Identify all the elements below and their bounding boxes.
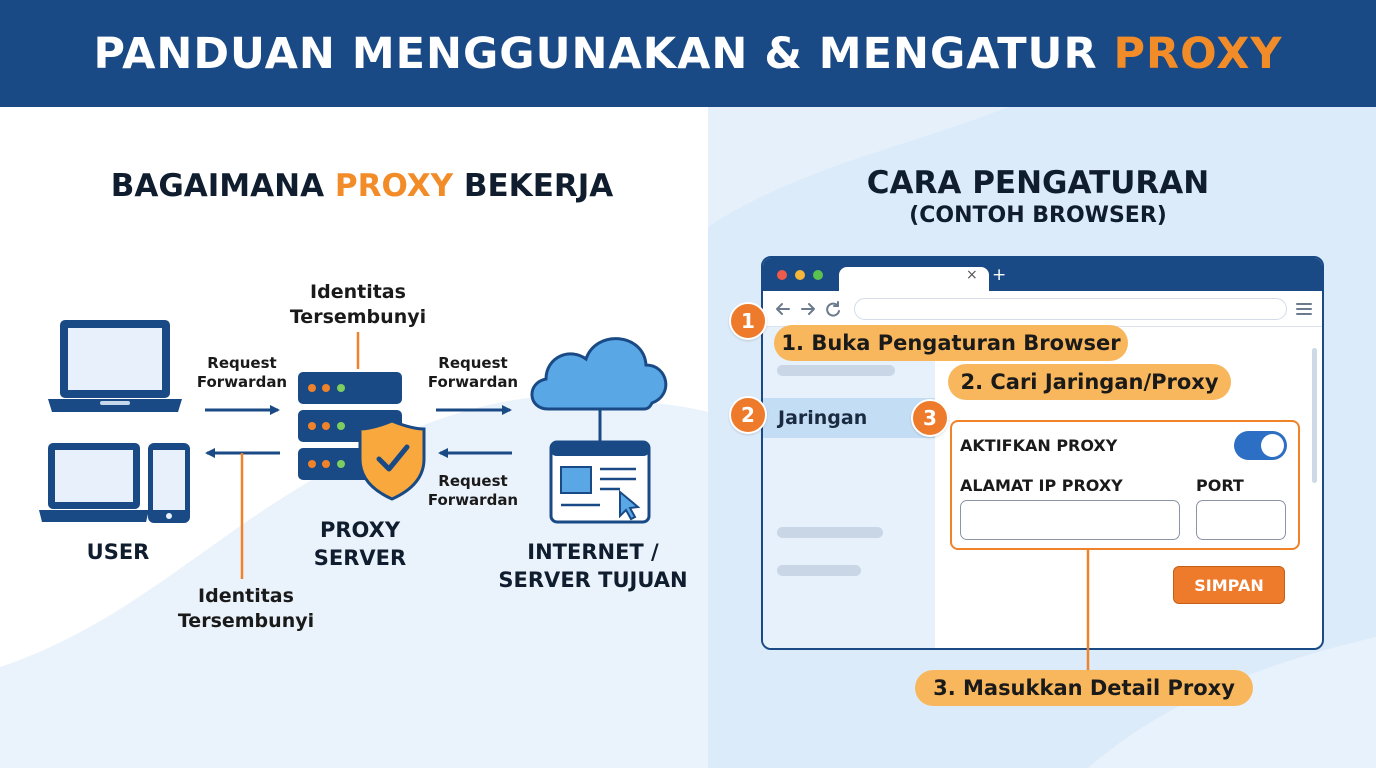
- request-label-line1: Request: [438, 354, 508, 372]
- browser-settings-sidebar: [763, 327, 935, 648]
- identity-top-line2: Tersembunyi: [289, 306, 427, 328]
- forward-arrow-icon[interactable]: [799, 300, 817, 318]
- new-tab-icon[interactable]: +: [992, 265, 1007, 285]
- request-label-line2: Forwardan: [427, 491, 519, 509]
- sidebar-item-jaringan[interactable]: [763, 398, 935, 438]
- window-close-dot[interactable]: [777, 270, 787, 280]
- page-title-accent: PROXY: [1113, 28, 1283, 79]
- proxy-flow-diagram: [39, 320, 668, 579]
- step1-badge: 1: [729, 302, 767, 340]
- step3-connector: [1086, 550, 1090, 672]
- window-minimize-dot[interactable]: [795, 270, 805, 280]
- proxy-label-line2: SERVER: [313, 546, 407, 570]
- tab-close-icon[interactable]: ×: [966, 267, 978, 283]
- request-forward-label: Request Forwardan: [421, 354, 525, 392]
- settings-subtitle: (CONTOH BROWSER): [909, 203, 1167, 228]
- page-title-main: PANDUAN MENGGUNAKAN & MENGATUR: [93, 28, 1098, 79]
- sidebar-placeholder-line: [777, 365, 895, 376]
- sidebar-item-jaringan-label: Jaringan: [778, 407, 868, 429]
- step1-pill: 1. Buka Pengaturan Browser: [774, 325, 1128, 361]
- request-label-line1: Request: [207, 354, 277, 372]
- request-label-line2: Forwardan: [427, 373, 519, 391]
- webpage-cursor-icon: [549, 440, 651, 524]
- reload-icon[interactable]: [824, 300, 842, 318]
- title-word-proxy: PROXY: [334, 168, 454, 204]
- sidebar-placeholder-line: [777, 565, 861, 576]
- request-forward-label: Request Forwardan: [190, 354, 294, 392]
- proxy-ip-label: ALAMAT IP PROXY: [960, 476, 1123, 495]
- title-word-bekerja: BEKERJA: [463, 168, 614, 204]
- browser-toolbar: [763, 291, 1322, 327]
- left-background-wave: [0, 395, 708, 768]
- title-word-bagaimana: BAGAIMANA: [110, 168, 325, 204]
- how-proxy-works-panel: [0, 107, 708, 768]
- request-label-line1: Request: [438, 472, 508, 490]
- identity-top-line1: Identitas: [310, 281, 406, 303]
- phone-icon: [148, 443, 190, 523]
- step2-pill: 2. Cari Jaringan/Proxy: [948, 364, 1231, 400]
- user-label-text: USER: [86, 540, 150, 564]
- laptop-icon: [48, 320, 182, 412]
- identity-hidden-top-label: Identitas Tersembunyi: [280, 280, 436, 330]
- toggle-knob: [1261, 434, 1284, 457]
- save-button[interactable]: SIMPAN: [1173, 566, 1285, 604]
- sidebar-placeholder-line: [777, 527, 883, 538]
- identity-bottom-line2: Tersembunyi: [177, 610, 315, 632]
- header-banner: PANDUAN MENGGUNAKAN & MENGATUR PROXY: [0, 0, 1376, 107]
- browser-tab-bar: × +: [763, 258, 1322, 291]
- enable-proxy-toggle[interactable]: [1234, 431, 1287, 460]
- address-bar[interactable]: [854, 298, 1287, 320]
- step2-badge: 2: [729, 396, 767, 434]
- internet-label-line2: SERVER TUJUAN: [498, 568, 688, 592]
- proxy-label-line1: PROXY: [319, 518, 401, 542]
- scrollbar[interactable]: [1312, 348, 1317, 483]
- page-title: PANDUAN MENGGUNAKAN & MENGATUR PROXY: [94, 29, 1283, 79]
- enable-proxy-label: AKTIFKAN PROXY: [960, 436, 1118, 455]
- user-label: USER: [70, 538, 166, 566]
- step3-badge: 3: [911, 399, 949, 437]
- proxy-server-label: PROXY SERVER: [290, 516, 430, 572]
- request-forward-label: Request Forwardan: [421, 472, 525, 510]
- identity-hidden-bottom-label: Identitas Tersembunyi: [166, 584, 326, 634]
- identity-bottom-line1: Identitas: [198, 585, 294, 607]
- internet-label-line1: INTERNET /: [527, 540, 659, 564]
- how-proxy-works-title: BAGAIMANA PROXY BEKERJA: [92, 168, 632, 204]
- settings-title: CARA PENGATURAN: [866, 165, 1210, 201]
- cloud-icon: [530, 337, 668, 411]
- menu-icon[interactable]: [1296, 301, 1312, 317]
- laptop-icon: [39, 443, 149, 522]
- window-maximize-dot[interactable]: [813, 270, 823, 280]
- proxy-ip-input[interactable]: [960, 500, 1180, 540]
- back-arrow-icon[interactable]: [774, 300, 792, 318]
- internet-server-label: INTERNET / SERVER TUJUAN: [488, 538, 698, 594]
- port-input[interactable]: [1196, 500, 1286, 540]
- port-label: PORT: [1196, 476, 1244, 495]
- shield-check-icon: [358, 419, 426, 501]
- step3-pill: 3. Masukkan Detail Proxy: [915, 670, 1253, 706]
- request-label-line2: Forwardan: [196, 373, 288, 391]
- browser-tab[interactable]: [839, 267, 989, 291]
